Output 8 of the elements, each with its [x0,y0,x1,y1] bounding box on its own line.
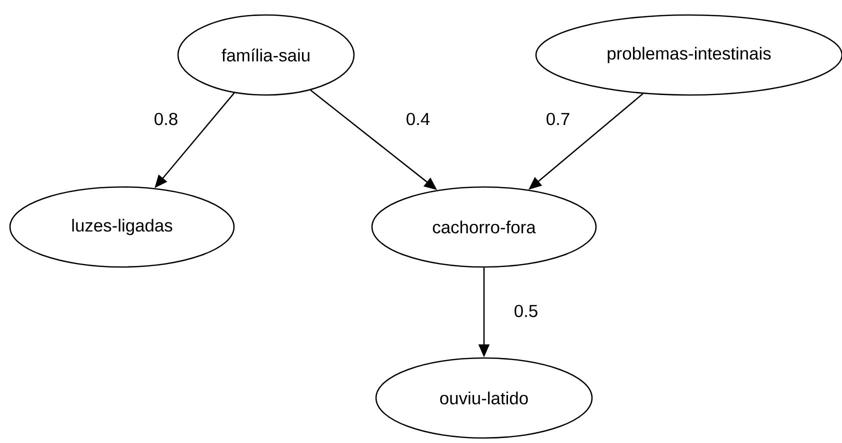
edge-label: 0.7 [546,112,570,126]
ellipse-node: ouviu-latido [375,357,593,439]
ellipse-node: família-saiu [177,14,355,96]
edge-label: 0.8 [154,112,178,126]
ellipse-node: cachorro-fora [371,186,597,268]
edge-label: 0.5 [514,304,538,318]
edge-label: 0.4 [406,112,430,126]
ellipse-node: luzes-ligadas [9,186,235,268]
